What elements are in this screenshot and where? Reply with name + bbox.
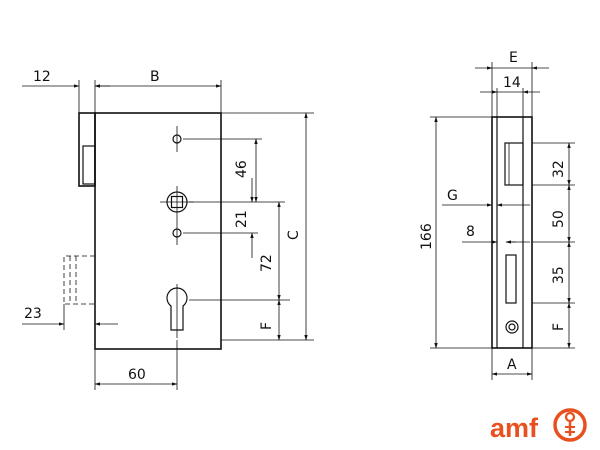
side-body bbox=[491, 116, 533, 349]
dim-C: C bbox=[286, 230, 302, 240]
dim-32: 32 bbox=[551, 160, 567, 178]
dim-21: 21 bbox=[234, 210, 250, 228]
side-view: E 14 G 8 166 32 50 35 F A bbox=[419, 50, 575, 380]
forend-plate bbox=[78, 112, 96, 187]
dim-E: E bbox=[509, 50, 518, 66]
dim-35: 35 bbox=[551, 266, 567, 284]
dim-A: A bbox=[507, 357, 517, 373]
dim-12: 12 bbox=[33, 69, 51, 85]
dim-72: 72 bbox=[259, 254, 275, 272]
logo-text: amf bbox=[490, 413, 539, 443]
dim-23: 23 bbox=[24, 306, 42, 322]
amf-logo: amf bbox=[490, 408, 587, 443]
side-bolt-slot bbox=[505, 254, 517, 304]
lock-body bbox=[94, 112, 222, 350]
dim-8: 8 bbox=[466, 224, 475, 240]
logo-emblem bbox=[553, 408, 587, 442]
dead-bolt-outline bbox=[63, 255, 95, 305]
dim-46: 46 bbox=[234, 160, 250, 178]
dim-G: G bbox=[447, 188, 458, 204]
side-screw-center bbox=[508, 323, 516, 331]
dim-F: F bbox=[259, 322, 275, 330]
dim-14: 14 bbox=[503, 75, 521, 91]
dim-50: 50 bbox=[551, 210, 567, 228]
keyhole bbox=[166, 287, 188, 331]
dim-F-side: F bbox=[551, 323, 567, 331]
dim-60: 60 bbox=[128, 367, 146, 383]
side-latch bbox=[504, 142, 524, 186]
latch-bolt bbox=[82, 145, 96, 185]
dim-166: 166 bbox=[419, 223, 435, 250]
side-screw bbox=[505, 320, 519, 334]
dim-B: B bbox=[150, 69, 160, 85]
front-view: 12 B 46 21 72 C F 23 60 bbox=[22, 69, 314, 390]
